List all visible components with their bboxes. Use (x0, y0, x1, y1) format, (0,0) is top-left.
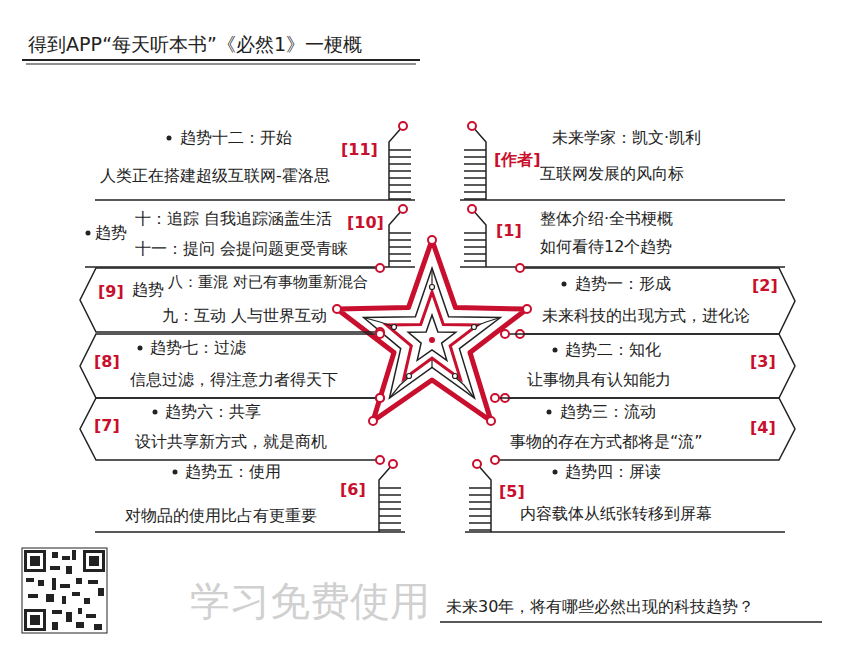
trend-text: 趋势 (132, 280, 164, 300)
trend-text: 未来科技的出现方式，进化论 (542, 306, 750, 326)
trend-text: 十：追踪 自我追踪涵盖生活 (135, 209, 332, 229)
caption: 未来30年，将有哪些必然出现的科技趋势？ (446, 597, 754, 617)
trend-text: 九：互动 人与世界互动 (162, 306, 327, 326)
trend-text: 互联网发展的风向标 (540, 164, 684, 184)
trend-text: 趋势二：知化 (565, 340, 661, 360)
trend-text: 事物的存在方式都将是“流” (510, 432, 703, 452)
trend-text: 信息过滤，得注意力者得天下 (130, 370, 338, 390)
trend-text: 十一：提问 会提问题更受青睐 (135, 239, 348, 259)
trend-text: 内容载体从纸张转移到屏幕 (520, 504, 712, 524)
trend-text: 如何看待12个趋势 (540, 237, 672, 257)
trend-text: 趋势十二：开始 (180, 128, 292, 148)
trend-text: 人类正在搭建超级互联网-霍洛思 (100, 166, 330, 186)
callout-number: [3] (750, 352, 776, 372)
callout-number: [5] (499, 482, 525, 502)
callout-number: [11] (341, 140, 378, 160)
trend-text: 趋势四：屏读 (565, 462, 661, 482)
trend-band: [7] 趋势六：共享设计共享新方式，就是商机 (80, 398, 380, 460)
trend-text: 趋势六：共享 (165, 402, 261, 422)
title: 得到APP“每天听本书”《必然1》一梗概 (28, 32, 362, 56)
trend-band: [5] 趋势四：屏读内容载体从纸张转移到屏幕 (465, 460, 785, 532)
trend-text: 让事物具有认知能力 (527, 370, 671, 390)
trend-text: 趋势三：流动 (560, 402, 656, 422)
qr-code (22, 548, 107, 633)
trend-band: [作者] 未来学家：凯文·凯利互联网发展的风向标 (460, 122, 785, 200)
trend-text: 未来学家：凯文·凯利 (552, 128, 701, 148)
callout-number: [7] (94, 416, 120, 436)
trend-band: 趋势十二：开始 [11] 人类正在搭建超级互联网-霍洛思 (95, 122, 415, 200)
callout-number: [9] (98, 282, 124, 302)
trend-text: 整体介绍·全书梗概 (540, 209, 673, 229)
trend-text: 趋势一：形成 (575, 274, 671, 294)
trend-text: 趋势五：使用 (185, 462, 281, 482)
trend-band: 趋势一：形成 [2]未来科技的出现方式，进化论 (520, 268, 795, 334)
trend-band: 趋势十：追踪 自我追踪涵盖生活 [10] 十一：提问 会提问题更受青睐 (85, 205, 415, 267)
callout-number: [2] (752, 276, 778, 296)
trend-text: 对物品的使用比占有更重要 (125, 506, 317, 526)
callout-number: [作者] (494, 150, 541, 170)
callout-number: [10] (347, 213, 384, 233)
callout-number: [1] (496, 221, 522, 241)
trend-text: 趋势七：过滤 (150, 338, 246, 358)
watermark: 学习免费使用 (190, 576, 430, 626)
trend-band: 趋势三：流动 [4] 事物的存在方式都将是“流” (495, 398, 795, 460)
trend-band: 趋势五：使用 [6] 对物品的使用比占有更重要 (95, 460, 405, 532)
trend-text: 设计共享新方式，就是商机 (135, 432, 327, 452)
callout-number: [4] (750, 418, 776, 438)
trend-band: [8] 趋势七：过滤信息过滤，得注意力者得天下 (80, 334, 380, 398)
trend-band: 趋势二：知化 [3] 让事物具有认知能力 (505, 334, 795, 398)
trend-band: [9] 趋势八：重混 对已有事物重新混合九：互动 人与世界互动 (80, 268, 380, 332)
callout-number: [6] (340, 480, 366, 500)
trend-band: [1] 整体介绍·全书梗概如何看待12个趋势 (460, 205, 785, 267)
callout-number: [8] (94, 352, 120, 372)
trend-text: 八：重混 对已有事物重新混合 (168, 272, 368, 292)
trend-text: 趋势 (95, 223, 127, 243)
